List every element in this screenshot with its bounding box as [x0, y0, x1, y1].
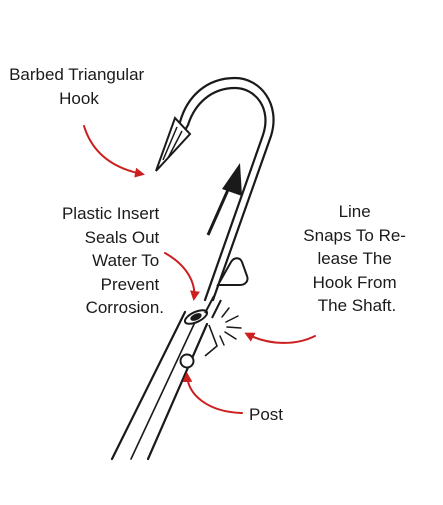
hook-label: Barbed Triangular Hook: [9, 65, 149, 108]
snap-ray: [221, 307, 230, 318]
line-label-line: The Shaft.: [318, 296, 396, 315]
line-label-line: Snaps To Re-: [303, 226, 406, 245]
snap-ray: [219, 335, 225, 346]
hook-eye: [216, 257, 249, 286]
motion-arrow: [206, 163, 242, 236]
line-label-line: lease The: [317, 249, 391, 268]
insert-label-line: Seals Out: [85, 228, 160, 247]
snap-burst: [219, 307, 242, 346]
fishing-line: [204, 324, 218, 357]
hook-wire: [166, 76, 275, 302]
post-callout-arrow: [182, 372, 243, 414]
motion-arrow-head: [222, 163, 242, 196]
plastic-insert: [183, 309, 209, 325]
insert-label-line: Prevent: [101, 275, 160, 294]
shaft: [110, 310, 209, 461]
barb-inner-line: [162, 126, 178, 161]
shaft-right-edge: [146, 322, 209, 461]
hook-barb: [155, 116, 192, 172]
post-label: Post: [249, 405, 283, 424]
snap-ray: [226, 326, 242, 329]
callout-arrows: [83, 125, 316, 414]
connector-left: [204, 295, 215, 314]
barb-inner-line-2: [167, 130, 183, 159]
insert-label: Plastic Insert Seals Out Water To Preven…: [62, 204, 164, 317]
hook-inner-outline: [166, 76, 275, 302]
line-callout-arrow: [244, 332, 316, 344]
insert-callout-arrow: [164, 252, 200, 301]
line-label-line: Line: [339, 202, 371, 221]
shaft-center-line: [130, 319, 197, 460]
line-label-line: Hook From: [313, 273, 397, 292]
snap-ray: [224, 331, 237, 340]
hook-outer-outline: [174, 86, 267, 302]
connector-right: [211, 299, 222, 319]
connector: [204, 295, 222, 319]
barb-point: [155, 116, 192, 172]
hook-label-line: Hook: [59, 89, 99, 108]
insert-label-line: Plastic Insert: [62, 204, 160, 223]
post-label-line: Post: [249, 405, 283, 424]
motion-arrow-shaft: [206, 182, 233, 236]
hook-label-line: Barbed Triangular: [9, 65, 144, 84]
hook-eye-loop: [216, 257, 249, 286]
post-ball: [179, 353, 195, 369]
insert-label-line: Water To: [92, 251, 159, 270]
shaft-left-edge: [110, 310, 187, 461]
hook-callout-arrow: [83, 125, 145, 178]
insert-hole: [190, 313, 202, 321]
line-label: Line Snaps To Re- lease The Hook From Th…: [303, 202, 410, 315]
snap-ray: [225, 315, 239, 323]
insert-label-line: Corrosion.: [86, 298, 164, 317]
